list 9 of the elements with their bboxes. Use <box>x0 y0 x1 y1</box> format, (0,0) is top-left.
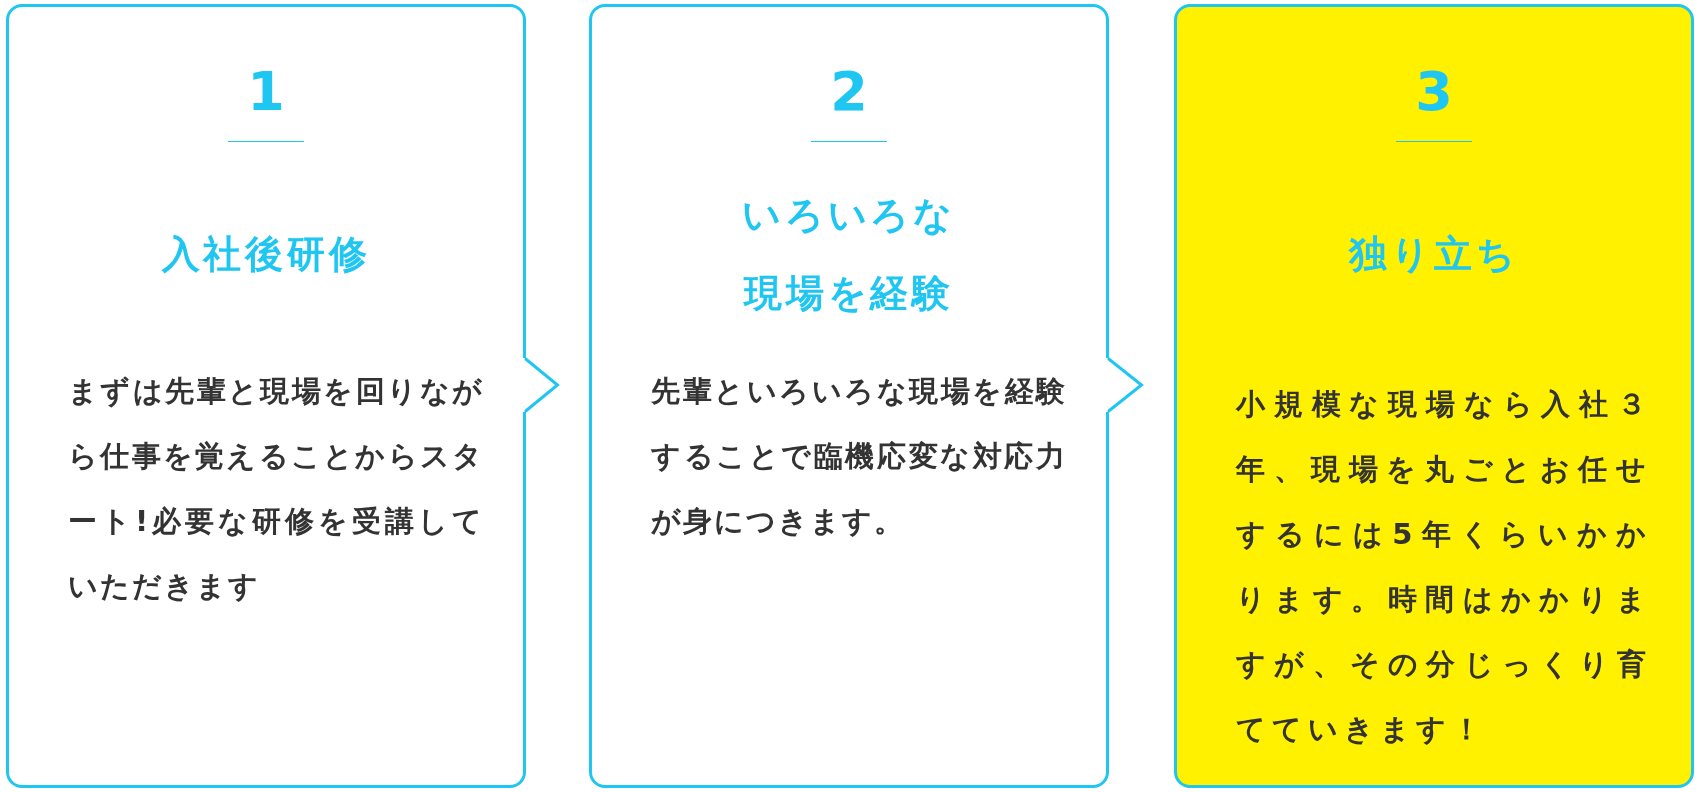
step-description: 小規模な現場なら入社３年、現場を丸ごとお任せするには5年くらいかかります。時間はかかりますが、その分じっくり育てていきます！ <box>1236 386 1652 748</box>
step-number: 3 <box>1414 60 1454 124</box>
step-description: 先輩といろいろな現場を経験することで臨機応変な対応力が身につきます。 <box>651 373 1067 540</box>
step-heading: いろいろな現場を経験 <box>741 192 957 317</box>
step-number: 2 <box>829 60 869 124</box>
step-number: 1 <box>246 60 286 124</box>
step-description: まずは先輩と現場を回りながら仕事を覚えることからスタート!必要な研修を受講していただきます <box>68 373 484 605</box>
step-heading: 独り立ち <box>1347 231 1520 278</box>
step-heading: 入社後研修 <box>160 231 372 278</box>
